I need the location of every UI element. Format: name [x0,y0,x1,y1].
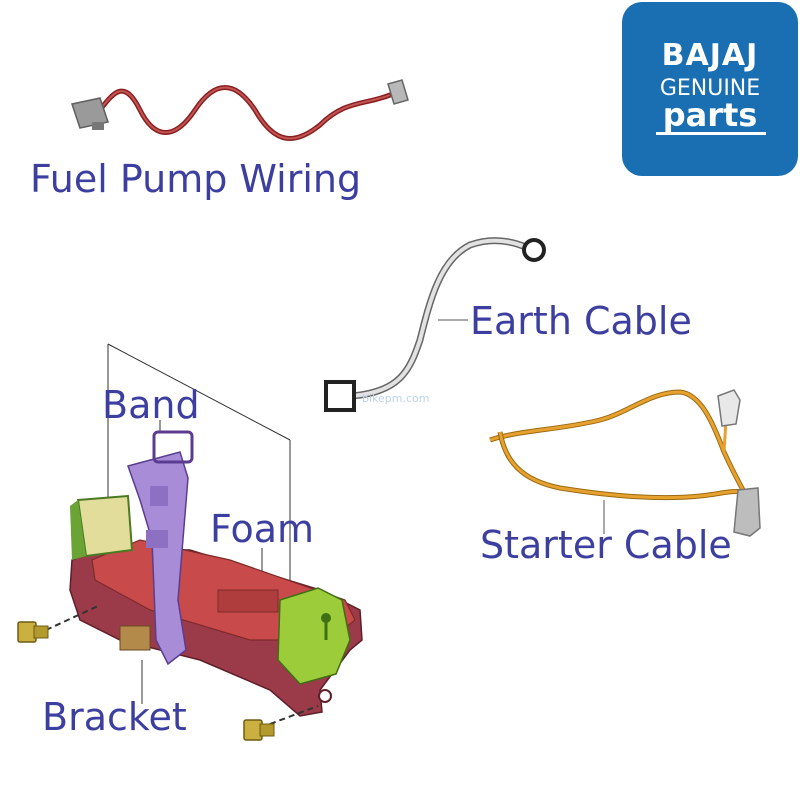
logo-brand-text: BAJAJ [661,38,759,73]
earth-cable-part [324,237,546,412]
label-band: Band [102,383,200,427]
fuel-pump-wiring-part [71,79,409,141]
starter-cable-part [489,389,761,537]
bracket-assembly [17,343,363,741]
label-earth-cable: Earth Cable [470,299,692,343]
logo-genuine-text: GENUINE [659,76,761,101]
logo-underline [656,132,766,135]
logo-parts-text: parts [662,96,758,134]
bolt-left [17,605,99,643]
label-starter-cable: Starter Cable [480,523,732,567]
bajaj-genuine-parts-logo: BAJAJ GENUINE parts [622,2,798,176]
label-foam: Foam [210,507,315,551]
label-fuel-pump-wiring: Fuel Pump Wiring [30,157,362,201]
watermark-text: bikepm.com [362,392,429,405]
bolt-right [243,705,319,741]
label-bracket: Bracket [42,695,187,739]
